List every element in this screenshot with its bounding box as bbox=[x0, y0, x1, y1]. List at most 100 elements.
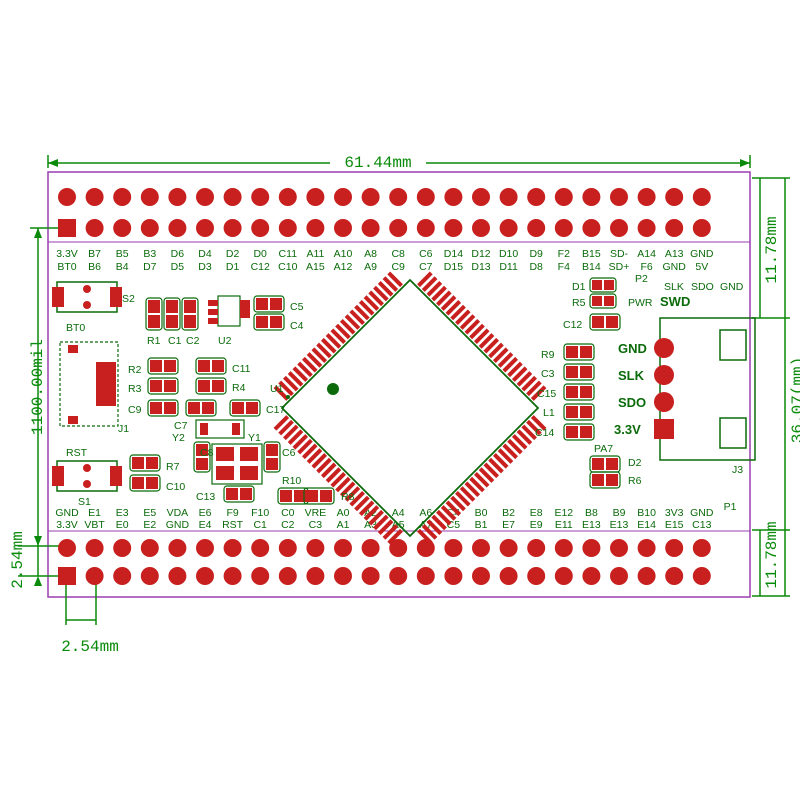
mcu-pin bbox=[436, 290, 452, 307]
mcu-pin bbox=[368, 509, 384, 526]
mcu-pin bbox=[301, 356, 318, 373]
pin-label: E13 bbox=[610, 519, 629, 531]
smd-pad bbox=[202, 402, 214, 414]
header-pad bbox=[582, 188, 601, 206]
r9-label: R9 bbox=[541, 349, 555, 361]
mcu-pin bbox=[373, 285, 389, 302]
pin-label: RST bbox=[222, 519, 244, 531]
pitch-horizontal-label: 2.54mm bbox=[61, 638, 119, 656]
mcu-pin bbox=[488, 342, 504, 359]
mcu-pin bbox=[516, 429, 533, 445]
header-pad bbox=[251, 567, 270, 585]
smd-pad bbox=[164, 402, 176, 414]
header-pad bbox=[196, 219, 214, 237]
pin-label: F9 bbox=[226, 507, 238, 519]
r3-label: R3 bbox=[128, 383, 142, 395]
pin-label: C11 bbox=[279, 248, 298, 260]
smd-pad bbox=[212, 380, 224, 392]
sdo-label: SDO bbox=[691, 281, 714, 293]
pin-label: C7 bbox=[419, 261, 433, 273]
pin-label: A1 bbox=[337, 519, 350, 531]
u1-label: U1 bbox=[270, 383, 284, 395]
mcu-pin bbox=[292, 434, 309, 450]
mcu-pin bbox=[387, 528, 403, 545]
header-pad bbox=[278, 567, 297, 585]
mcu-pin bbox=[483, 462, 500, 479]
pin-label: GND bbox=[690, 507, 714, 519]
pin-label: D10 bbox=[499, 248, 518, 260]
pin-label: F6 bbox=[640, 261, 652, 273]
height-dimension: 11.78mm 36.07(mm) 11.78mm bbox=[752, 177, 800, 597]
header-pad bbox=[582, 219, 601, 237]
header-pad bbox=[334, 188, 352, 206]
header-pad bbox=[472, 188, 490, 206]
pin-label: C9 bbox=[391, 261, 405, 273]
mcu-pin bbox=[440, 505, 457, 521]
width-dimension: 61.44mm bbox=[47, 152, 751, 172]
pin-label: C2 bbox=[281, 519, 295, 531]
c14-label: C14 bbox=[535, 427, 554, 439]
header-pad bbox=[58, 188, 76, 206]
s2-label: S2 bbox=[122, 293, 135, 305]
mcu-pin bbox=[502, 356, 519, 373]
header-pad bbox=[278, 539, 297, 557]
mcu-pin bbox=[417, 528, 433, 545]
header-pad bbox=[582, 567, 601, 585]
slk-label: SLK bbox=[664, 281, 684, 293]
smd-pad bbox=[566, 366, 578, 378]
header-pad bbox=[113, 188, 132, 206]
smd-pad bbox=[226, 488, 238, 500]
mcu-pin bbox=[445, 299, 462, 316]
pin-label: A4 bbox=[392, 507, 405, 519]
pin-label: B14 bbox=[582, 261, 601, 273]
pin-label: E6 bbox=[199, 507, 212, 519]
mcu-pin bbox=[459, 314, 476, 330]
mcu-pin bbox=[387, 271, 403, 288]
header-pad bbox=[637, 219, 656, 237]
mcu-pin bbox=[335, 323, 351, 340]
smd-pad bbox=[148, 300, 160, 313]
pin-label: B4 bbox=[116, 261, 129, 273]
header-pad bbox=[499, 567, 518, 585]
header-pad bbox=[389, 567, 408, 585]
pin-label: E9 bbox=[530, 519, 543, 531]
pin-label: D8 bbox=[529, 261, 543, 273]
c9-label: C9 bbox=[128, 404, 142, 416]
pin-label: B0 bbox=[475, 507, 488, 519]
header-pad bbox=[444, 219, 463, 237]
bottom-header-pads bbox=[58, 539, 711, 585]
header-pad bbox=[251, 539, 270, 557]
smd-pad bbox=[150, 380, 162, 392]
header-pad bbox=[140, 188, 159, 206]
header-pad bbox=[85, 539, 104, 557]
header-pad bbox=[527, 539, 546, 557]
smd-pad bbox=[592, 458, 604, 470]
mcu-pin bbox=[283, 424, 299, 441]
pin-label: E3 bbox=[116, 507, 129, 519]
r7-label: R7 bbox=[166, 461, 180, 473]
mcu-pin bbox=[278, 380, 294, 397]
rst-label: RST bbox=[66, 447, 88, 459]
c7-label: C7 bbox=[174, 420, 188, 432]
pin-label: F4 bbox=[558, 261, 570, 273]
y2-label: Y2 bbox=[172, 432, 185, 444]
header-pad bbox=[472, 567, 490, 585]
header-pad bbox=[692, 567, 711, 585]
pin-label: E11 bbox=[555, 519, 573, 531]
mcu-pin bbox=[358, 299, 375, 316]
swd-pin-sdo: SDO bbox=[618, 395, 646, 410]
header-pad bbox=[306, 567, 325, 585]
smd-pad bbox=[146, 477, 158, 489]
pin-label: E14 bbox=[637, 519, 656, 531]
mcu-pin bbox=[507, 438, 523, 455]
header-pad bbox=[306, 219, 325, 237]
smd-pad bbox=[166, 300, 178, 313]
board-height: 36.07(mm) bbox=[789, 357, 800, 443]
pin-label: B10 bbox=[637, 507, 656, 519]
d1-label: D1 bbox=[572, 281, 586, 293]
pin-label: B8 bbox=[585, 507, 598, 519]
r4-label: R4 bbox=[232, 382, 246, 394]
smd-pad bbox=[580, 406, 592, 418]
pin-label: A15 bbox=[306, 261, 325, 273]
